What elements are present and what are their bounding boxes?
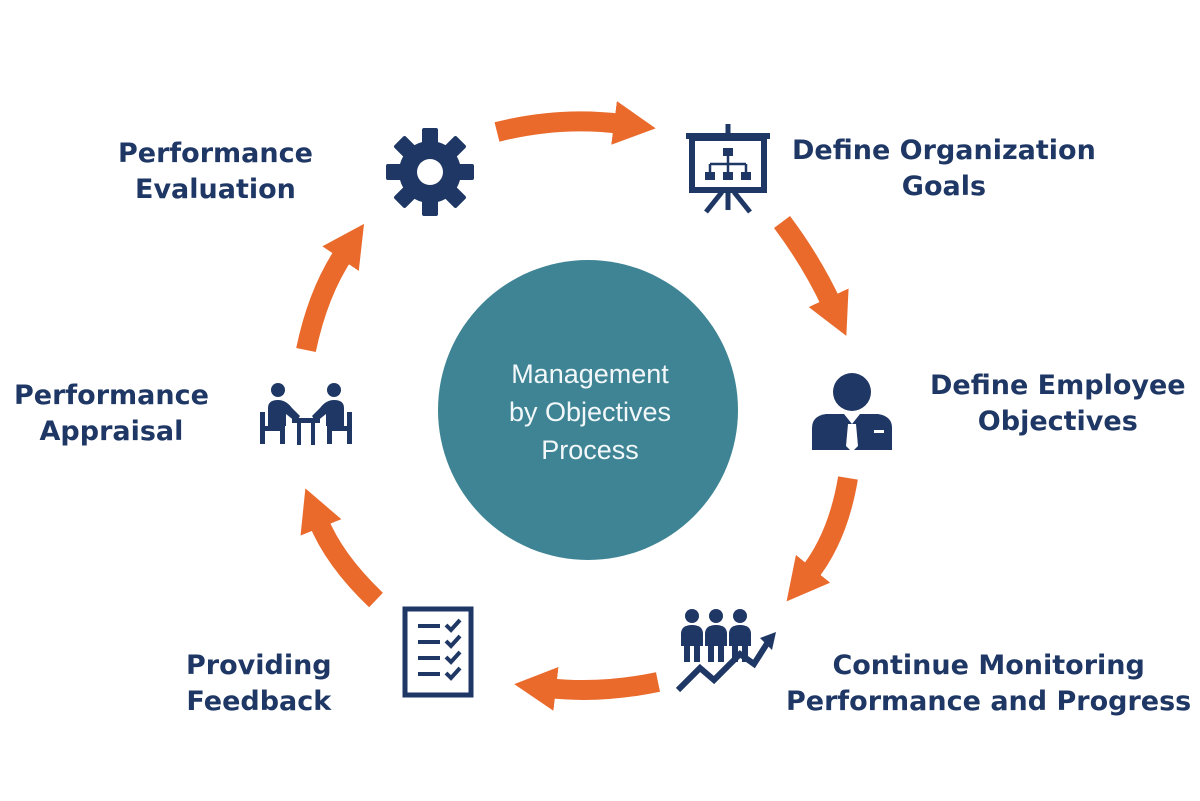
label-line: Define Employee [930, 370, 1186, 401]
label-line: Feedback [186, 686, 332, 717]
employee-icon [812, 373, 892, 452]
label-line: Goals [901, 171, 987, 202]
arrow-evaluation-to-goals [494, 101, 656, 145]
arrow-appraisal-to-evaluation [296, 223, 365, 353]
arrow-goals-to-employee [773, 216, 849, 336]
center-title-line: by Objectives [508, 397, 672, 427]
label-line: Performance [14, 380, 209, 411]
center-title-line: Process [541, 435, 639, 465]
label-performance-appraisal: Performance Appraisal [14, 378, 209, 450]
label-line: Performance and Progress [786, 686, 1192, 717]
checklist-icon [402, 606, 474, 698]
label-line: Define Organization [792, 135, 1096, 166]
label-line: Performance [118, 138, 313, 169]
team-growth-icon [675, 609, 776, 693]
center-title-line: Management [511, 359, 669, 389]
presentation-board-icon [686, 124, 770, 214]
label-define-organization-goals: Define Organization Goals [792, 133, 1096, 205]
arrow-employee-to-monitoring [786, 476, 858, 602]
center-title: Management by Objectives Process [470, 355, 710, 469]
label-line: Objectives [977, 406, 1138, 437]
label-line: Providing [186, 650, 332, 681]
label-line: Evaluation [135, 174, 296, 205]
label-define-employee-objectives: Define Employee Objectives [930, 368, 1186, 440]
meeting-icon [260, 383, 352, 445]
center-circle [438, 260, 738, 560]
label-line: Appraisal [39, 416, 184, 447]
label-line: Continue Monitoring [832, 650, 1145, 681]
label-continue-monitoring: Continue Monitoring Performance and Prog… [786, 648, 1191, 720]
gear-icon [386, 128, 474, 216]
label-providing-feedback: Providing Feedback [186, 648, 332, 720]
arrow-feedback-to-appraisal [300, 488, 383, 608]
label-performance-evaluation: Performance Evaluation [118, 136, 313, 208]
arrow-monitoring-to-feedback [514, 667, 661, 711]
